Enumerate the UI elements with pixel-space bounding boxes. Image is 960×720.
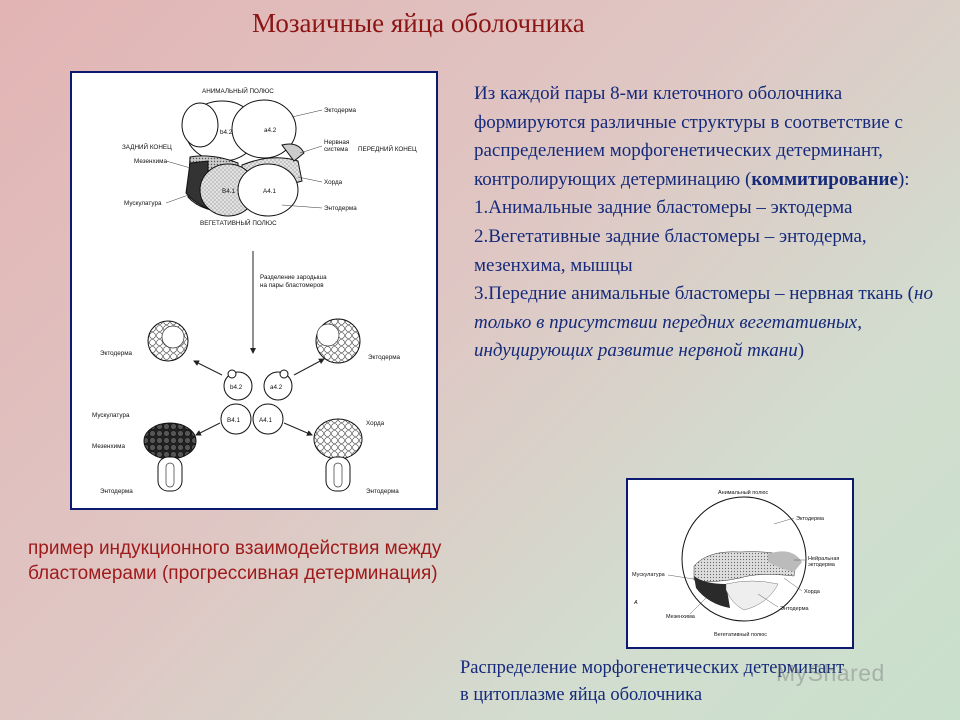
item-1: 1.Анимальные задние бластомеры – эктодер… <box>474 197 853 219</box>
embryo-diagram-panel: АНИМАЛЬНЫЙ ПОЛЮС Эктодерма ЗАДНИЙ КОНЕЦ … <box>70 71 438 510</box>
egg-leader-lines <box>667 517 806 615</box>
label-chorda-top: Хорда <box>324 179 343 186</box>
egg-diagram-panel: Анимальный полюс Эктодерма Нейральная эк… <box>626 478 854 649</box>
label-mesenchyme-bottom: Мезенхима <box>92 443 125 450</box>
outcome-arrows <box>193 358 325 436</box>
egg-label-endoderm: Энтодерма <box>780 606 809 612</box>
ectoderm-sphere-left <box>147 320 189 362</box>
commitment-term: коммитирование <box>751 168 898 190</box>
cell-a42-bottom: a4.2 <box>270 384 283 391</box>
ectoderm-sphere-right <box>315 318 361 364</box>
egg-caption-line-1: Распределение морфогенетических детермин… <box>460 658 845 678</box>
leader-lines-top <box>165 109 323 209</box>
label-nervous-1: Нервная <box>324 139 349 146</box>
label-endoderm-left: Энтодерма <box>100 488 133 495</box>
label-posterior-end: ЗАДНИЙ КОНЕЦ <box>122 142 172 151</box>
label-ectoderm-left: Эктодерма <box>100 350 133 357</box>
egg-neural-region <box>768 551 802 572</box>
label-separation-1: Разделение зародыша <box>260 274 327 281</box>
cell-b42-top: b4.2 <box>220 129 233 136</box>
intro-paragraph: Из каждой пары 8-ми клеточного оболочник… <box>474 83 910 190</box>
item-2: 2.Вегетативные задние бластомеры – энтод… <box>474 225 867 276</box>
egg-panel-letter: А <box>633 600 638 606</box>
main-text-block: Из каждой пары 8-ми клеточного оболочник… <box>474 80 944 366</box>
larva-right <box>313 418 363 492</box>
egg-label-musculature: Мускулатура <box>632 572 666 578</box>
egg-label-animal-pole: Анимальный полюс <box>718 489 769 496</box>
larva-left <box>143 422 197 492</box>
cell-B41-top: B4.1 <box>222 188 235 195</box>
cell-A41-top: A4.1 <box>263 188 276 195</box>
egg-caption: Распределение морфогенетических детермин… <box>460 655 958 709</box>
label-nervous-2: система <box>324 146 348 153</box>
cell-B41-bottom: B4.1 <box>227 417 240 424</box>
blastomere-pairs <box>220 369 293 435</box>
cell-a42-top: a4.2 <box>264 127 277 134</box>
label-mesenchyme-top: Мезенхима <box>134 158 167 165</box>
label-ectoderm-right: Эктодерма <box>368 354 401 361</box>
watermark-logo: MyShared <box>776 660 885 686</box>
label-anterior-end: ПЕРЕДНИЙ КОНЕЦ <box>358 144 417 153</box>
label-endoderm-right: Энтодерма <box>366 488 399 495</box>
label-vegetal-pole: ВЕГЕТАТИВНЫЙ ПОЛЮС <box>200 218 277 227</box>
label-musculature-top: Мускулатура <box>124 200 162 207</box>
egg-endoderm-region <box>725 580 779 611</box>
eight-cell-embryo <box>181 99 305 217</box>
label-ectoderm-top: Эктодерма <box>324 107 357 114</box>
egg-label-neural-2: эктодерма <box>808 562 836 568</box>
intro-text: Из каждой пары 8-ми клеточного оболочник… <box>474 83 903 190</box>
cell-b42-bottom: b4.2 <box>230 384 243 391</box>
egg-label-vegetal-pole: Вегетативный полюс <box>714 631 767 638</box>
label-endoderm-top: Энтодерма <box>324 205 357 212</box>
egg-label-mesenchyme: Мезенхима <box>666 614 696 620</box>
label-separation-2: на пары бластомеров <box>260 281 324 289</box>
cell-A41-bottom: A4.1 <box>259 417 272 424</box>
induction-caption: пример индукционного взаимодействия межд… <box>28 538 442 584</box>
egg-caption-line-2: в цитоплазме яйца оболочника <box>460 685 703 705</box>
label-musculature-bottom: Мускулатура <box>92 412 130 419</box>
item-3-italic: но только в присутствии передних вегетат… <box>474 283 933 362</box>
label-animal-pole: АНИМАЛЬНЫЙ ПОЛЮС <box>202 86 274 95</box>
label-chorda-bottom: Хорда <box>366 420 385 427</box>
embryo-diagram: АНИМАЛЬНЫЙ ПОЛЮС Эктодерма ЗАДНИЙ КОНЕЦ … <box>92 86 417 495</box>
egg-label-ectoderm: Эктодерма <box>796 516 825 522</box>
egg-diagram: Анимальный полюс Эктодерма Нейральная эк… <box>632 489 839 638</box>
egg-label-chorda: Хорда <box>804 589 821 595</box>
slide-title: Мозаичные яйца оболочника <box>252 8 585 38</box>
item-3: 3.Передние анимальные бластомеры – нервн… <box>474 283 933 362</box>
egg-label-neural-1: Нейральная <box>808 555 839 562</box>
